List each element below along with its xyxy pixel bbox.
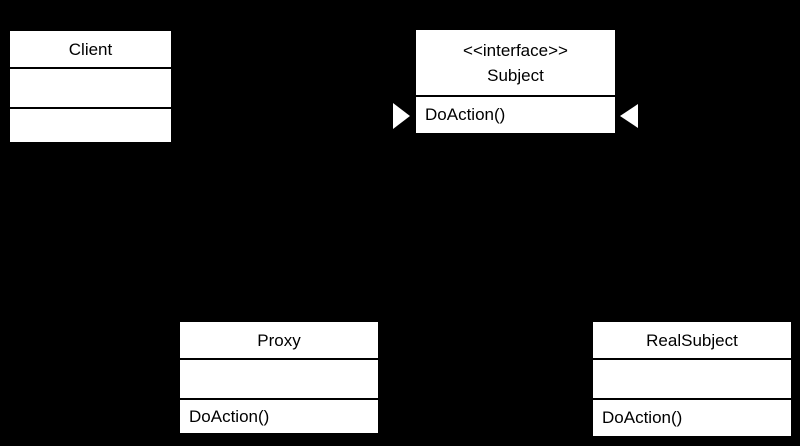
realization-arrowhead-right-pointing-icon xyxy=(393,103,410,129)
client-attributes-compartment xyxy=(10,67,171,107)
subject-interface-name: Subject xyxy=(487,65,544,85)
proxy-operation: DoAction() xyxy=(180,398,378,433)
realsubject-class-box: RealSubject DoAction() xyxy=(592,321,792,437)
proxy-attributes-compartment xyxy=(180,358,378,398)
subject-stereotype: <<interface>> xyxy=(463,40,568,60)
realsubject-operation: DoAction() xyxy=(593,398,791,436)
realization-arrowhead-left-pointing-icon xyxy=(620,104,638,128)
subject-operation: DoAction() xyxy=(416,95,615,133)
client-class-box: Client xyxy=(9,30,172,143)
realsubject-attributes-compartment xyxy=(593,358,791,398)
subject-interface-box: <<interface>> Subject DoAction() xyxy=(415,29,616,134)
proxy-class-box: Proxy DoAction() xyxy=(179,321,379,434)
client-class-name: Client xyxy=(68,39,113,59)
subject-title-compartment: <<interface>> Subject xyxy=(416,30,615,95)
realsubject-class-name: RealSubject xyxy=(646,330,738,350)
proxy-class-name: Proxy xyxy=(257,330,301,350)
client-operations-compartment xyxy=(10,107,171,142)
